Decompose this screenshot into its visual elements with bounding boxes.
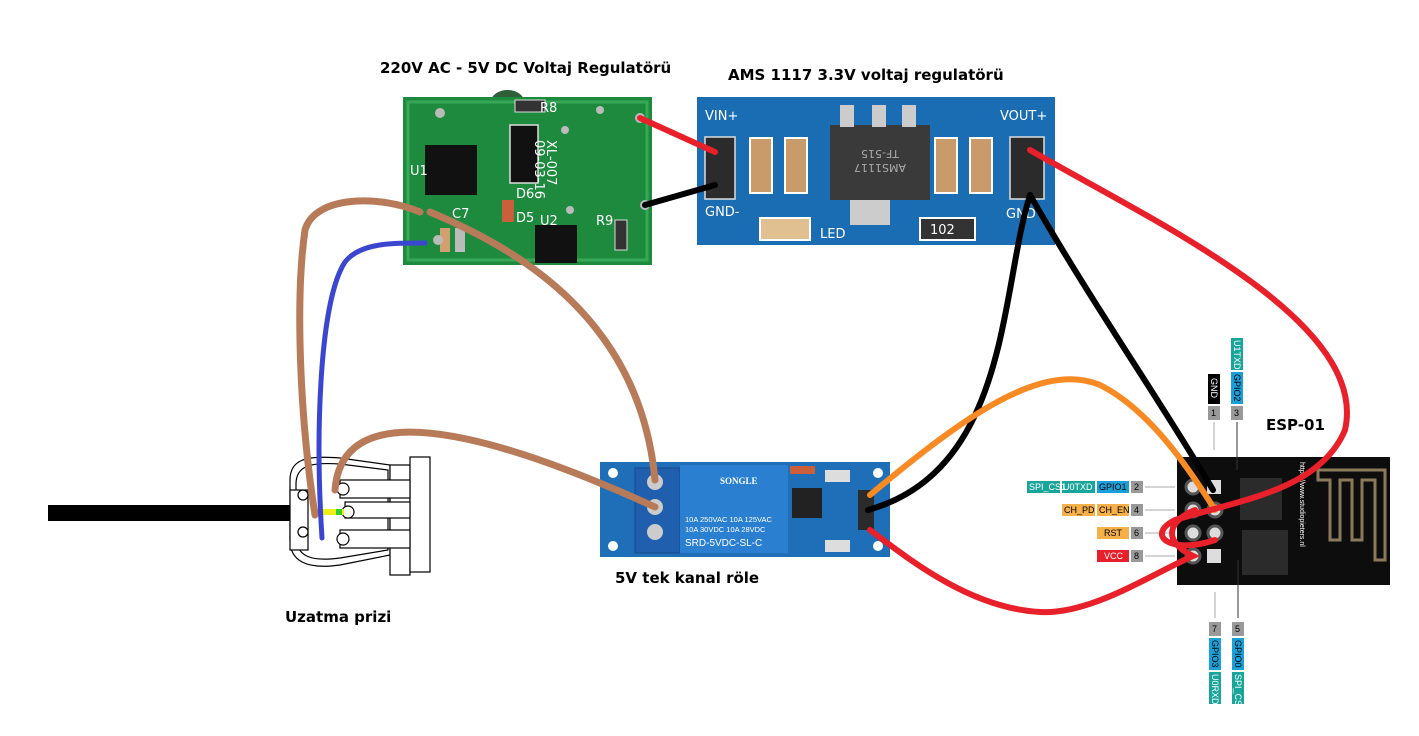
earth-wire-stripe bbox=[336, 509, 342, 515]
esp-pin-labels-top: 1 GND 3 GPIO2 U1TXD bbox=[1208, 338, 1243, 470]
silk-c7: C7 bbox=[452, 207, 469, 222]
gnd-in-label: GND- bbox=[705, 205, 740, 220]
pin-5-spi-cs2: SPI_CS2 bbox=[1233, 674, 1243, 711]
wire-black-gnd-relay bbox=[865, 192, 1033, 513]
earth-wire bbox=[312, 509, 344, 515]
esp01-board: https://www.studiopieters.nl bbox=[1177, 457, 1390, 585]
silk-r9: R9 bbox=[596, 214, 613, 229]
wire-orange-signal bbox=[867, 376, 1218, 513]
pin-7-u0rxd: U0RXD bbox=[1210, 674, 1220, 705]
relay-model: SRD-5VDC-SL-C bbox=[685, 538, 762, 549]
led-label: LED bbox=[820, 227, 845, 242]
ams-regulator-title: AMS 1117 3.3V voltaj regulatörü bbox=[728, 66, 1004, 84]
silk-model: XL-007 bbox=[543, 140, 558, 185]
vout-label: VOUT+ bbox=[1000, 109, 1047, 124]
extension-plug bbox=[289, 456, 431, 576]
wire-brown-board-to-relay bbox=[426, 208, 659, 484]
pin-3-number: 3 bbox=[1234, 408, 1239, 418]
pin-8-vcc: VCC bbox=[1104, 551, 1124, 561]
esp-pin-labels-bottom: 7 GPIO3 U0RXD 5 GPIO0 SPI_CS2 bbox=[1209, 560, 1244, 711]
wire-red-5v bbox=[637, 115, 718, 155]
pin-5-number: 5 bbox=[1235, 624, 1240, 634]
acdc-regulator-title: 220V AC - 5V DC Voltaj Regulatörü bbox=[380, 59, 671, 77]
vin-label: VIN+ bbox=[705, 109, 738, 124]
pin-2-number: 2 bbox=[1134, 482, 1139, 492]
wire-brown-relay-to-socket bbox=[331, 428, 659, 511]
pin-2-spi-cs1: SPI_CS1 bbox=[1029, 482, 1066, 492]
relay-brand: SONGLE bbox=[720, 476, 758, 486]
silk-d6: D6 bbox=[516, 187, 534, 202]
pin-3-gpio2: GPIO2 bbox=[1232, 374, 1242, 402]
relay-rating-1: 10A 250VAC 10A 125VAC bbox=[685, 515, 772, 524]
silk-u2: U2 bbox=[540, 214, 558, 229]
pin-2-u0txd: U0TXD bbox=[1063, 482, 1093, 492]
silk-d5: D5 bbox=[516, 211, 534, 226]
pin-1-number: 1 bbox=[1211, 408, 1216, 418]
wire-black-gnd-esp bbox=[1027, 192, 1216, 493]
acdc-regulator-board: R8 U1 D6 D5 C7 U2 R9 XL-007 09-03-16 bbox=[403, 90, 652, 265]
pin-3-u1txd: U1TXD bbox=[1232, 340, 1242, 370]
pin-4-number: 4 bbox=[1134, 505, 1139, 515]
esp-url: https://www.studiopieters.nl bbox=[1298, 462, 1305, 547]
relay-rating-2: 10A 30VDC 10A 28VDC bbox=[685, 525, 766, 534]
pin-6-rst: RST bbox=[1104, 528, 1123, 538]
chip-label: AMS1117 bbox=[854, 161, 906, 174]
pin-8-number: 8 bbox=[1134, 551, 1139, 561]
wire-black-gnd-5v bbox=[642, 182, 718, 208]
wire-blue-neutral bbox=[316, 240, 428, 541]
relay-board: SONGLE 10A 250VAC 10A 125VAC 10A 30VDC 1… bbox=[600, 462, 890, 557]
esp-title: ESP-01 bbox=[1266, 416, 1325, 434]
pin-4-ch-pd: CH_PD bbox=[1064, 505, 1095, 515]
silk-u1: U1 bbox=[410, 164, 428, 179]
power-cable bbox=[48, 505, 293, 521]
silk-r8: R8 bbox=[540, 101, 557, 116]
resistor-label: 102 bbox=[930, 223, 955, 238]
pin-6-number: 6 bbox=[1134, 528, 1139, 538]
ams1117-board: VIN+ GND- VOUT+ GND LED AMS1117 TF-515 1… bbox=[697, 97, 1055, 245]
plug-title: Uzatma prizi bbox=[285, 608, 391, 626]
pin-1-gnd: GND bbox=[1209, 378, 1219, 399]
silk-date: 09-03-16 bbox=[531, 140, 546, 199]
pin-2-gpio1: GPIO1 bbox=[1099, 482, 1127, 492]
wires bbox=[296, 115, 1350, 616]
wire-red-3v3 bbox=[867, 147, 1350, 616]
pin-7-number: 7 bbox=[1212, 624, 1217, 634]
wire-brown-live-in bbox=[296, 197, 424, 519]
esp-pin-labels-left: 2 GPIO1 U0TXD SPI_CS1 4 CH_EN CH_PD 6 RS… bbox=[1027, 481, 1175, 562]
chip-code-label: TF-515 bbox=[861, 147, 900, 160]
pin-5-gpio0: GPIO0 bbox=[1233, 640, 1243, 668]
relay-title: 5V tek kanal röle bbox=[615, 569, 759, 587]
pin-7-gpio3: GPIO3 bbox=[1210, 640, 1220, 668]
pin-4-ch-en: CH_EN bbox=[1099, 505, 1130, 515]
